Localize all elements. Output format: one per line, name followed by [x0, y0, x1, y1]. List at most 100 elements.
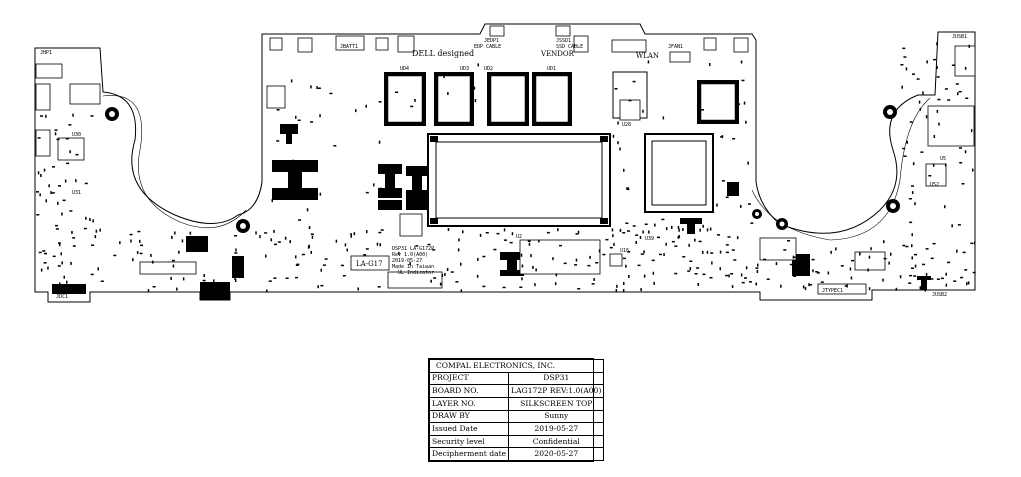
smd-part [234, 252, 238, 254]
smd-part [721, 180, 725, 182]
smd-part [427, 243, 431, 246]
chip-label-ud1: UD1 [547, 66, 556, 72]
smd-part [906, 140, 908, 144]
smd-part [113, 254, 117, 257]
smd-part [75, 153, 79, 156]
smd-part [171, 259, 175, 262]
smd-part [635, 241, 637, 244]
smd-part [460, 289, 463, 293]
smd-part [38, 251, 42, 254]
smd-part [780, 284, 782, 288]
power-inductors [52, 124, 931, 300]
smd-part [936, 109, 939, 113]
smd-part [308, 226, 311, 229]
smd-part [85, 216, 87, 220]
smd-part [64, 288, 67, 292]
smd-part [605, 238, 609, 241]
smd-part [274, 243, 277, 246]
smd-part [793, 275, 797, 277]
smd-part [890, 252, 892, 256]
smd-part [273, 277, 277, 279]
smd-part [937, 98, 941, 101]
smd-part [745, 266, 748, 270]
memory-chips [384, 71, 739, 126]
chip-label-ud2: UD2 [484, 66, 493, 72]
smd-part [99, 228, 101, 232]
smd-part [62, 199, 66, 202]
smd-part [72, 237, 76, 239]
pcb-silkscreen-diagram: DELL designed VENDOR EDP CABLE SSD CABLE… [34, 23, 976, 303]
smd-part [482, 285, 486, 288]
smd-part [967, 281, 970, 285]
smd-part [319, 114, 321, 118]
smd-part [317, 87, 321, 89]
smd-part [728, 274, 730, 278]
smd-part [496, 232, 500, 235]
smd-part [720, 136, 724, 138]
smd-part [270, 238, 272, 242]
smd-part [766, 278, 770, 280]
smd-part [617, 141, 619, 145]
smd-part [678, 235, 680, 239]
smd-part [747, 161, 749, 165]
smd-part [595, 262, 599, 264]
smd-part [919, 107, 922, 111]
smd-part [827, 271, 830, 275]
smd-part [291, 159, 295, 162]
smd-part [914, 202, 916, 206]
chip-label-u28: U28 [622, 122, 631, 128]
smd-part [696, 267, 700, 269]
smd-part [811, 258, 815, 261]
smd-part [55, 224, 58, 227]
smd-part [129, 233, 133, 236]
board-id-label: LA-G17 [356, 260, 383, 268]
smd-part [933, 135, 936, 138]
smd-part [366, 230, 368, 234]
cpu-package [427, 133, 611, 227]
smd-part [363, 254, 367, 256]
smd-part [587, 264, 591, 267]
smd-part [55, 228, 59, 230]
smd-part [932, 242, 936, 245]
passive-components [36, 42, 976, 293]
smd-part [903, 155, 907, 157]
smd-part [273, 229, 275, 233]
smd-part [709, 227, 712, 231]
conn-label-jfan1: JFAN1 [668, 44, 683, 50]
smd-part [749, 281, 752, 283]
smd-part [311, 235, 314, 239]
smd-part [365, 248, 369, 250]
smd-part [320, 268, 322, 272]
smd-part [264, 232, 268, 234]
smd-part [835, 247, 837, 251]
smd-part [868, 287, 871, 291]
smd-part [719, 267, 721, 271]
smd-part [725, 196, 729, 198]
smd-part [674, 272, 678, 275]
smd-part [644, 223, 648, 225]
smd-part [909, 221, 913, 224]
dell-designed-label: DELL designed [412, 49, 474, 58]
smd-part [802, 267, 804, 271]
smd-part [731, 249, 735, 251]
smd-part [509, 241, 513, 244]
smd-part [903, 56, 907, 58]
smd-part [972, 271, 976, 274]
smd-part [653, 281, 655, 285]
smd-part [189, 231, 192, 235]
smd-part [642, 109, 644, 113]
smd-part [694, 273, 698, 275]
smd-part [622, 232, 626, 234]
row-label-board-no: BOARD NO. [428, 384, 510, 398]
smd-part [320, 284, 324, 287]
row-label-security-level: Security level [428, 434, 510, 449]
smd-part [966, 282, 968, 286]
smd-part [945, 283, 948, 287]
smd-part [447, 92, 449, 95]
smd-part [441, 274, 443, 277]
smd-part [902, 147, 906, 150]
smd-part [922, 263, 926, 266]
smd-part [460, 262, 462, 266]
smd-part [530, 254, 532, 258]
